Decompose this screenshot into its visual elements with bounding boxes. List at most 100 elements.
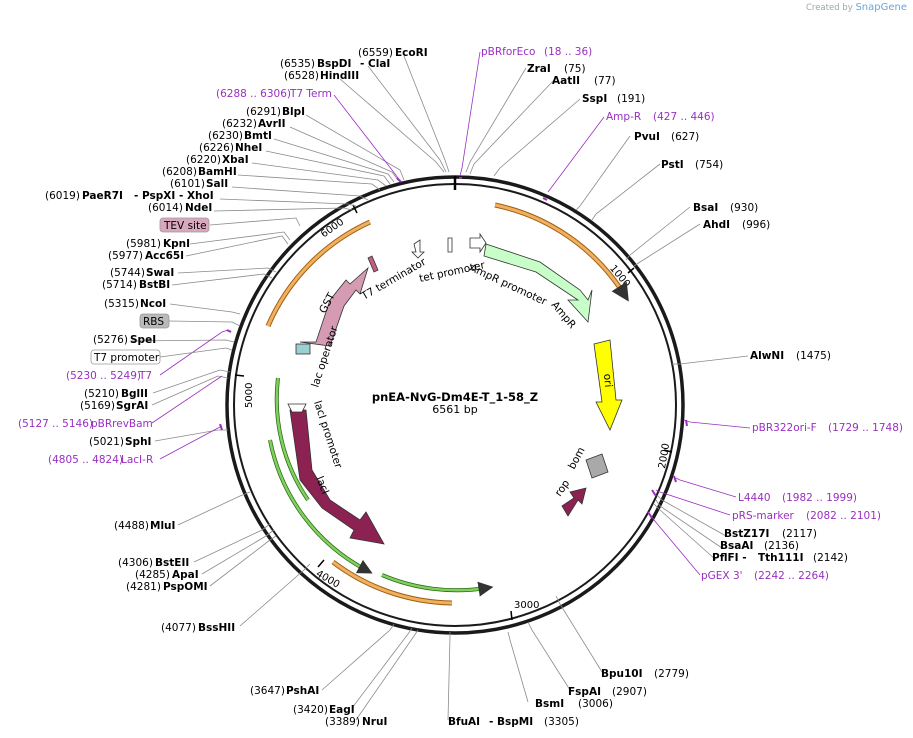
enzyme-name-bsaai: BsaAI (720, 540, 753, 552)
enzyme-name-eagi: EagI (329, 704, 355, 716)
tick-label-5000: 5000 (244, 383, 255, 408)
primer-range-amp-r: (427 .. 446) (653, 111, 715, 123)
tet-promoter-feature (447, 237, 453, 253)
enzyme-name-nrui: NruI (362, 716, 387, 728)
enzyme-name-nhei: NheI (235, 142, 262, 154)
enzyme-pos-bspdi: (6535) (280, 58, 315, 70)
orf-arc-laci-fill (332, 560, 453, 605)
enzyme-pos-apai: (4285) (135, 569, 170, 581)
enzyme-pos-bmti: (6230) (208, 130, 243, 142)
enzyme-name-spei: SpeI (130, 334, 156, 346)
primer-range-t7: (5230 .. 5249) (66, 370, 141, 382)
enzyme-pos-sphi: (5021) (89, 436, 124, 448)
laci-promoter-feature (287, 403, 307, 413)
label-tet-promoter: tet promoter (418, 259, 486, 285)
t7-promoter-box (90, 349, 161, 365)
enzyme-name-bmti: BmtI (244, 130, 272, 142)
green-arc-1 (268, 439, 367, 572)
enzyme-name-ncoi: NcoI (140, 298, 166, 310)
primer-name-laci-r: LacI-R (121, 454, 153, 466)
enzyme-pos-bfuai: (3305) (544, 716, 579, 728)
enzyme-pos-nhei: (6226) (199, 142, 234, 154)
enzyme-extra-xhoi: - PspXI - XhoI (134, 190, 214, 202)
primer-name-pbrforeco: pBRforEco (481, 46, 535, 58)
boxed-feature-labels: TEV site RBS T7 promoter (90, 217, 301, 365)
primer-name-pbr322ori-f: pBR322ori-F (752, 422, 817, 434)
enzyme-name-aatii: AatII (552, 75, 580, 87)
enzyme-pos-swai: (5744) (110, 267, 145, 279)
gst-feature (299, 266, 369, 347)
enzyme-pos-eagi: (3420) (293, 704, 328, 716)
enzyme-name-paer7i: PaeR7I (82, 190, 123, 202)
lac-operator-feature (295, 343, 311, 355)
enzyme-name-bstz17i: BstZ17I (724, 528, 769, 540)
enzyme-pos-ndei: (6014) (148, 202, 183, 214)
primer-range-pbrforeco: (18 .. 36) (544, 46, 592, 58)
enzyme-name-xbai: XbaI (222, 154, 249, 166)
enzyme-pos-bstbi: (5714) (102, 279, 137, 291)
rbs-box (139, 313, 170, 329)
tev-site-label: TEV site (163, 220, 207, 232)
snapgene-logo: SnapGene (855, 2, 907, 13)
enzyme-name-bamhi: BamHI (198, 166, 237, 178)
enzyme-name-bfuai: BfuAI (448, 716, 480, 728)
label-rop: rop (553, 477, 573, 498)
orf-arc-amp-fill (494, 203, 629, 302)
enzyme-pos-pvui: (627) (671, 131, 699, 143)
enzyme-name-apai: ApaI (172, 569, 199, 581)
enzyme-pos-sgrai: (5169) (80, 400, 115, 412)
created-by-text: Created by (805, 3, 853, 13)
enzyme-pos-bsmi: (3006) (578, 698, 613, 710)
label-ori: ori (601, 373, 614, 388)
t7-promoter-label: T7 promoter (93, 352, 160, 364)
enzyme-name-bstbi: BstBI (139, 279, 170, 291)
enzyme-pos-blpi: (6291) (246, 106, 281, 118)
enzyme-name-mlui: MluI (150, 520, 175, 532)
enzyme-leaders (129, 55, 749, 721)
laci-feature (289, 409, 385, 545)
primer-range-t7-term: (6288 .. 6306) (216, 88, 291, 100)
enzyme-pos-sspi: (191) (617, 93, 645, 105)
enzyme-name-sspi: SspI (582, 93, 607, 105)
enzyme-name-ndei: NdeI (185, 202, 212, 214)
rbs-label: RBS (143, 316, 164, 328)
enzyme-pos-spei: (5276) (93, 334, 128, 346)
enzyme-pos-nrui: (3389) (325, 716, 360, 728)
enzyme-name-fspai: FspAI (568, 686, 601, 698)
plasmid-size: 6561 bp (432, 403, 477, 416)
enzyme-extra-clai: - ClaI (360, 58, 390, 70)
enzyme-name-ecori: EcoRI (395, 47, 428, 59)
enzyme-pos-ecori: (6559) (358, 47, 393, 59)
enzyme-pos-bglii: (5210) (84, 388, 119, 400)
enzyme-pos-pshai: (3647) (250, 685, 285, 697)
enzyme-name-bsshii: BssHII (198, 622, 235, 634)
enzyme-pos-bsshii: (4077) (161, 622, 196, 634)
enzyme-pos-bamhi: (6208) (162, 166, 197, 178)
enzyme-extra-pflfi: PflFI - (712, 552, 747, 564)
enzyme-pos-bstz17i: (2117) (782, 528, 817, 540)
primer-name-pbrrevbam: pBRrevBam (91, 418, 153, 430)
ampr-promoter-feature (469, 232, 487, 254)
primer-marks (219, 177, 688, 519)
enzyme-pos-tth111i: (2142) (813, 552, 848, 564)
enzyme-name-kpni: KpnI (163, 238, 190, 250)
enzyme-pos-sali: (6101) (170, 178, 205, 190)
enzyme-pos-fspai: (2907) (612, 686, 647, 698)
enzyme-name-blpi: BlpI (282, 106, 305, 118)
enzyme-name-avrii: AvrII (258, 118, 286, 130)
enzyme-name-acc65i: Acc65I (145, 250, 184, 262)
green-arc-2-fill (275, 377, 310, 501)
enzyme-pos-ahdi: (996) (742, 219, 770, 231)
enzyme-name-zrai: ZraI (527, 63, 551, 75)
green-arc-3-fill (381, 573, 494, 597)
enzyme-pos-kpni: (5981) (126, 238, 161, 250)
enzyme-pos-mlui: (4488) (114, 520, 149, 532)
label-t7-terminator: T7 terminator (359, 256, 429, 303)
enzyme-name-pspomi: PspOMI (163, 581, 208, 593)
tick-label-2000: 2000 (657, 442, 672, 469)
primer-range-pbr322ori-f: (1729 .. 1748) (828, 422, 903, 434)
primer-labels: pBRforEco (18 .. 36) Amp-R (427 .. 446) … (18, 46, 903, 582)
enzyme-pos-xbai: (6220) (186, 154, 221, 166)
bom-feature (585, 453, 609, 479)
